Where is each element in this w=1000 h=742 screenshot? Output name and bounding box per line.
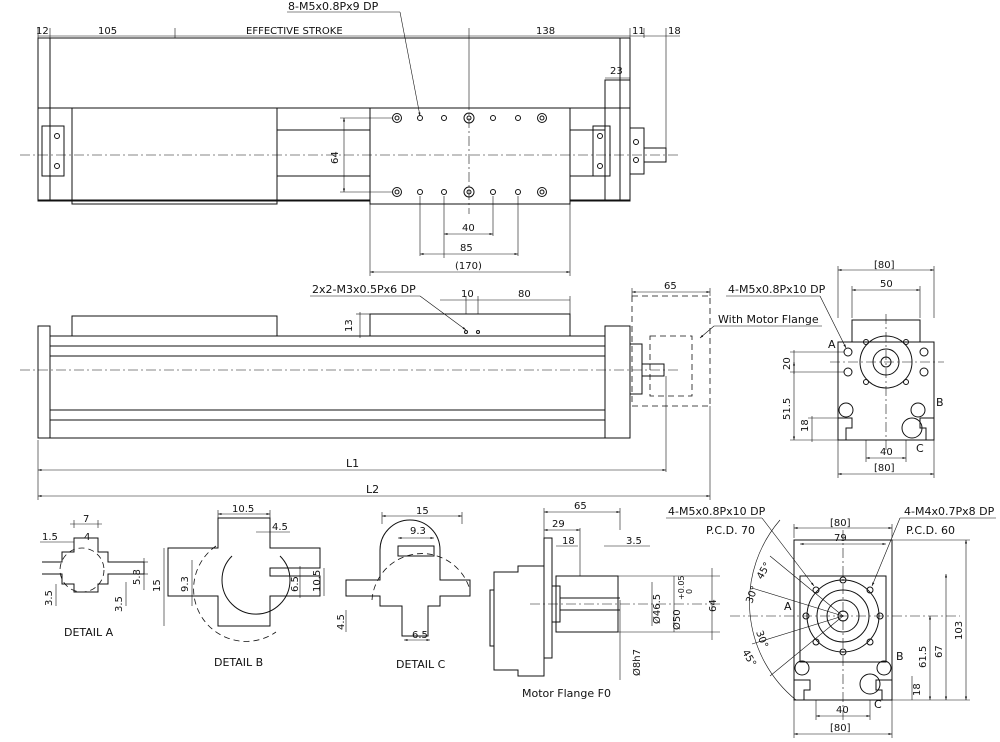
flange-end-dim-79: 79	[834, 533, 847, 544]
flange-dim-65: 65	[574, 501, 587, 512]
end-tapped-holes-label: 4-M5x0.8Px10 DP	[728, 283, 826, 296]
detail-b-title: DETAIL B	[214, 656, 263, 669]
detail-a-dim-7: 7	[83, 514, 89, 525]
end-dim-51-5: 51.5	[782, 398, 793, 420]
flange-tol-hi: +0.05	[677, 575, 686, 600]
angle-45-bot: 45°	[739, 648, 757, 669]
carriage-holes	[54, 112, 639, 198]
dim-12: 12	[36, 26, 49, 37]
detail-c: 15 9.3 10.5 4.5 6.5 DETAIL C	[312, 506, 471, 671]
dim-65: 65	[664, 281, 677, 292]
end-dim-20: 20	[782, 357, 793, 370]
end-dim-80-top: [80]	[874, 260, 895, 271]
dim-11: 11	[632, 26, 645, 37]
detail-a-dim-5-8: 5.8	[132, 569, 143, 585]
dim-L1: L1	[346, 457, 359, 470]
flange-end-dim-18: 18	[912, 683, 923, 696]
end-dim-18: 18	[800, 419, 811, 432]
flange-end-dim-67: 67	[934, 645, 945, 658]
end-dim-80-bot: [80]	[874, 463, 895, 474]
dim-L2: L2	[366, 483, 379, 496]
detail-a-dim-1-5: 1.5	[42, 532, 58, 543]
mark-B: B	[936, 396, 944, 409]
angle-30-top: 30°	[744, 585, 760, 605]
detail-b-dim-10-5: 10.5	[232, 504, 254, 515]
motor-flange-title: Motor Flange F0	[522, 687, 611, 700]
flange-mark-A: A	[784, 600, 792, 613]
dim-105: 105	[98, 26, 117, 37]
detail-b-dim-6-5: 6.5	[290, 576, 301, 592]
mark-A: A	[828, 338, 836, 351]
flange-dim-46-5: Ø46.5	[651, 594, 663, 624]
detail-c-dim-10-5: 10.5	[312, 570, 323, 592]
flange-mark-B: B	[896, 650, 904, 663]
angle-45-top: 45°	[755, 561, 773, 582]
dim-85: 85	[460, 243, 473, 254]
dim-80: 80	[518, 289, 531, 300]
pcd-70-label: P.C.D. 70	[706, 524, 755, 537]
flange-mark-C: C	[874, 698, 882, 711]
detail-a-dim-3-5b: 3.5	[114, 596, 125, 612]
detail-c-dim-4-5: 4.5	[336, 614, 347, 630]
tapped-holes-label: 8-M5x0.8Px9 DP	[288, 0, 379, 13]
detail-b-dim-9-3: 9.3	[180, 576, 191, 592]
motor-flange: 65 29 18 3.5 Ø46.5 Ø50 +0.05 0 64 Ø8h7 M…	[489, 501, 720, 700]
detail-b: 10.5 4.5 15 9.3 6.5 DETAIL B	[152, 504, 321, 669]
top-cover	[71, 107, 278, 205]
dim-64: 64	[330, 151, 341, 164]
detail-a-dim-4: 4	[84, 532, 90, 543]
mark-C: C	[916, 442, 924, 455]
flange-end-dim-80-top: [80]	[830, 518, 851, 529]
flange-end-dim-61-5: 61.5	[918, 646, 929, 668]
flange-holes-m5-label: 4-M5x0.8Px10 DP	[668, 505, 766, 518]
end-dim-50: 50	[880, 279, 893, 290]
flange-dim-50: Ø50	[671, 609, 683, 630]
motor-flange-outline	[631, 295, 711, 407]
flange-dim-29: 29	[552, 519, 565, 530]
flange-holes-m4-label: 4-M4x0.7Px8 DP	[904, 505, 995, 518]
dim-13: 13	[344, 319, 355, 332]
top-view: 12 105 EFFECTIVE STROKE 138 11 18 23 8-M…	[20, 0, 681, 276]
detail-a: 7 1.5 4 5.8 3.5 3.5 DETAIL A	[40, 514, 148, 639]
dim-40: 40	[462, 223, 475, 234]
effective-stroke-label: EFFECTIVE STROKE	[246, 26, 343, 37]
detail-c-title: DETAIL C	[396, 658, 446, 671]
detail-b-dim-4-5: 4.5	[272, 522, 288, 533]
flange-end-dim-40: 40	[836, 705, 849, 716]
end-dim-40: 40	[880, 447, 893, 458]
flange-dim-64: 64	[708, 599, 719, 612]
tapped-holes-side-label: 2x2-M3x0.5Px6 DP	[312, 283, 416, 296]
flange-dim-18: 18	[562, 536, 575, 547]
detail-c-dim-6-5: 6.5	[412, 630, 428, 641]
side-carriage	[369, 313, 571, 337]
flange-tol-lo: 0	[685, 589, 694, 594]
flange-dim-8h7: Ø8h7	[631, 649, 643, 676]
dim-138: 138	[536, 26, 555, 37]
flange-end-dim-103: 103	[954, 621, 965, 640]
top-carriage	[369, 107, 571, 205]
side-cover	[71, 315, 278, 337]
detail-b-dim-15: 15	[152, 579, 163, 592]
detail-c-dim-15: 15	[416, 506, 429, 517]
end-view: [80] 50 4-M5x0.8Px10 DP 20 51.5 18 40 [8…	[726, 260, 944, 478]
dim-23: 23	[610, 66, 623, 77]
detail-c-dim-9-3: 9.3	[410, 526, 426, 537]
flange-end-dim-80-bot: [80]	[830, 723, 851, 734]
angle-30-bot: 30°	[753, 629, 769, 649]
detail-a-dim-3-5a: 3.5	[44, 590, 55, 606]
with-motor-flange-label: With Motor Flange	[718, 313, 819, 326]
flange-dim-3-5: 3.5	[626, 536, 642, 547]
flange-end-view: 45° 30° 30° 45° [80] 79 4-M5x0.8Px10 DP …	[666, 505, 996, 738]
pcd-60-label: P.C.D. 60	[906, 524, 955, 537]
side-view: 2x2-M3x0.5Px6 DP 10 80 13 65 With Motor …	[20, 281, 822, 500]
detail-a-title: DETAIL A	[64, 626, 114, 639]
dim-170: (170)	[455, 261, 482, 272]
dim-10: 10	[461, 289, 474, 300]
dim-18: 18	[668, 26, 681, 37]
